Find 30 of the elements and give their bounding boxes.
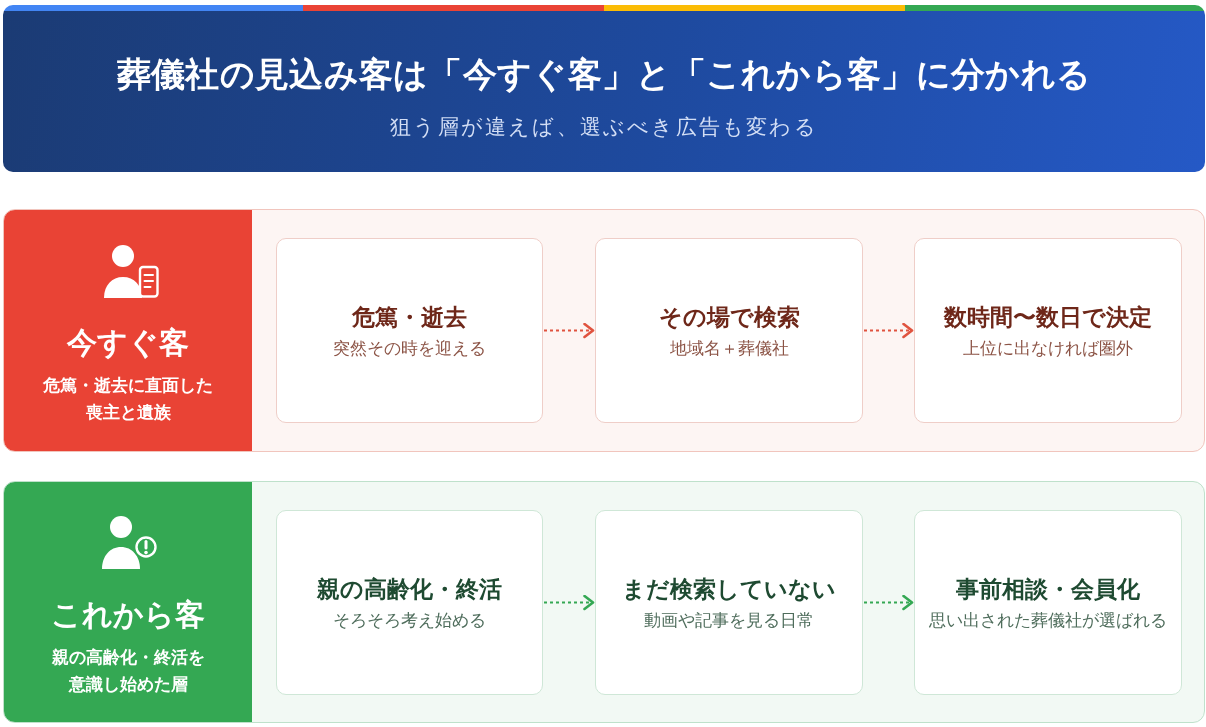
arrow (863, 594, 914, 611)
title: 葬儀社の見込み客は「今すぐ客」と「これから客」に分かれる (116, 53, 1092, 96)
arrow (543, 594, 595, 611)
step-card (595, 238, 863, 423)
segment-panel (3, 209, 1205, 452)
step-card (276, 510, 543, 695)
segment-heading: これから客 (51, 596, 205, 634)
step-title: 親の高齢化・終活 (317, 574, 502, 604)
subtitle: 狙う層が違えば、選ぶべき広告も変わる (390, 114, 818, 141)
step-card (595, 510, 863, 695)
step-title: まだ検索していない (622, 574, 836, 604)
step-description: 地域名＋葬儀社 (669, 337, 789, 360)
step-description: 突然その時を迎える (333, 337, 486, 360)
step-card (276, 238, 543, 423)
segment-heading: 今すぐ客 (67, 324, 189, 362)
step-description: 動画や記事を見る日常 (644, 609, 814, 632)
step-card (914, 510, 1182, 695)
step-title: その場で検索 (658, 302, 800, 332)
segment-description: 親の高齢化・終活を意識し始めた層 (50, 646, 206, 696)
step-title: 危篤・逝去 (352, 302, 467, 332)
step-card (914, 238, 1182, 423)
step-title: 数時間〜数日で決定 (944, 302, 1152, 332)
step-description: 思い出された葬儀社が選ばれる (929, 609, 1167, 632)
step-title: 事前相談・会員化 (956, 574, 1140, 604)
segment-panel (3, 481, 1205, 723)
segment-description: 危篤・逝去に直面した喪主と遺族 (42, 374, 214, 424)
arrow (863, 322, 914, 339)
step-description: そろそろ考え始める (333, 609, 486, 632)
arrow (543, 322, 595, 339)
step-description: 上位に出なければ圏外 (963, 337, 1133, 360)
